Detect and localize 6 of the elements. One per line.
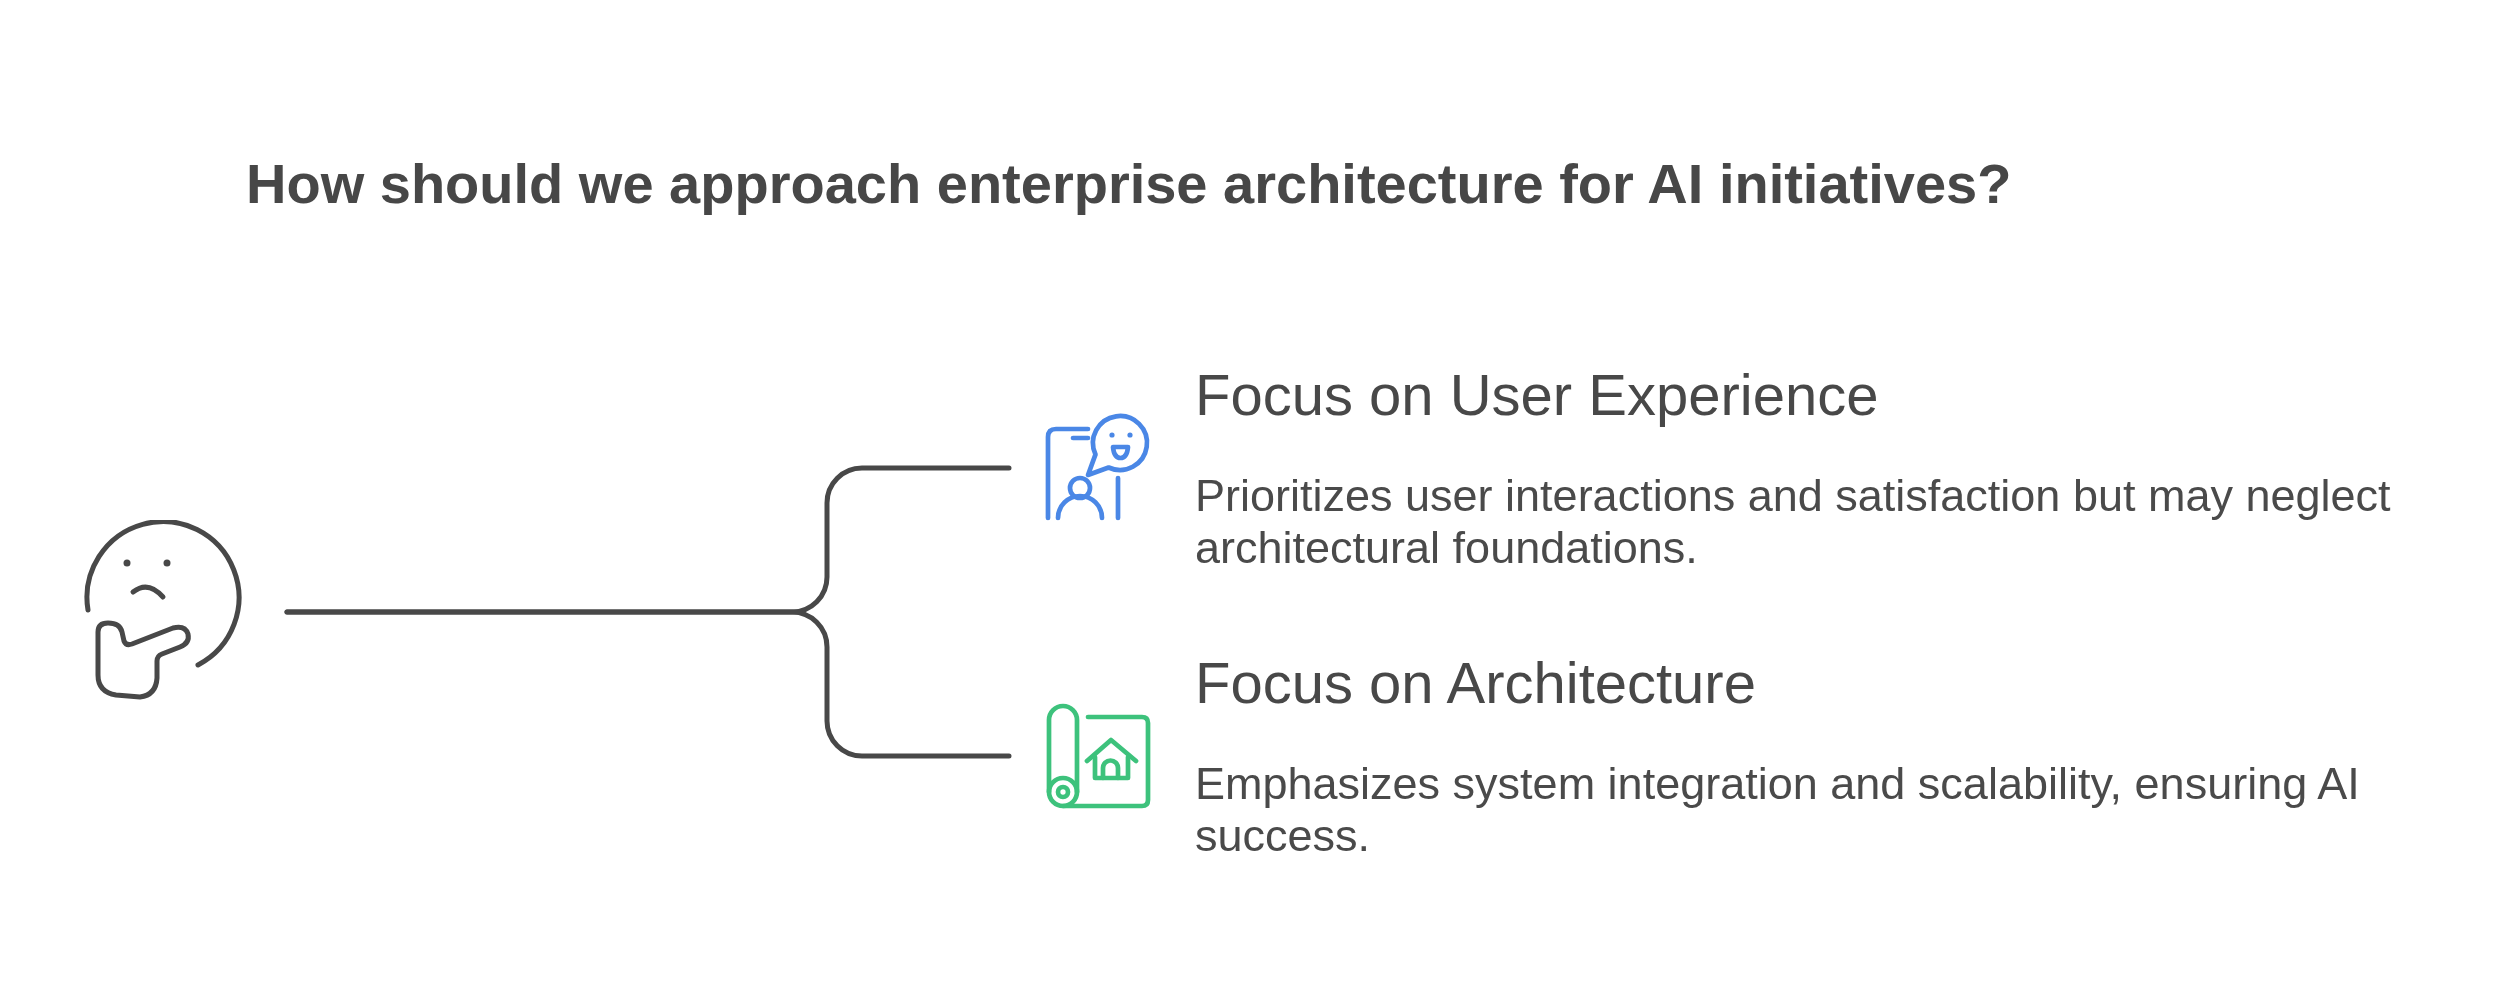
option-heading: Focus on Architecture (1195, 650, 1757, 717)
option-description: Emphasizes system integration and scalability, ensuring AI success. (1195, 757, 2361, 862)
option-description: Prioritizes user interactions and satisfaction but may neglect architectural foundations. (1195, 469, 2392, 574)
option-heading: Focus on User Experience (1195, 362, 1880, 429)
diagram-title: How should we approach enterprise architecture for AI initiatives? (246, 151, 2012, 217)
connector-line (284, 609, 1012, 759)
